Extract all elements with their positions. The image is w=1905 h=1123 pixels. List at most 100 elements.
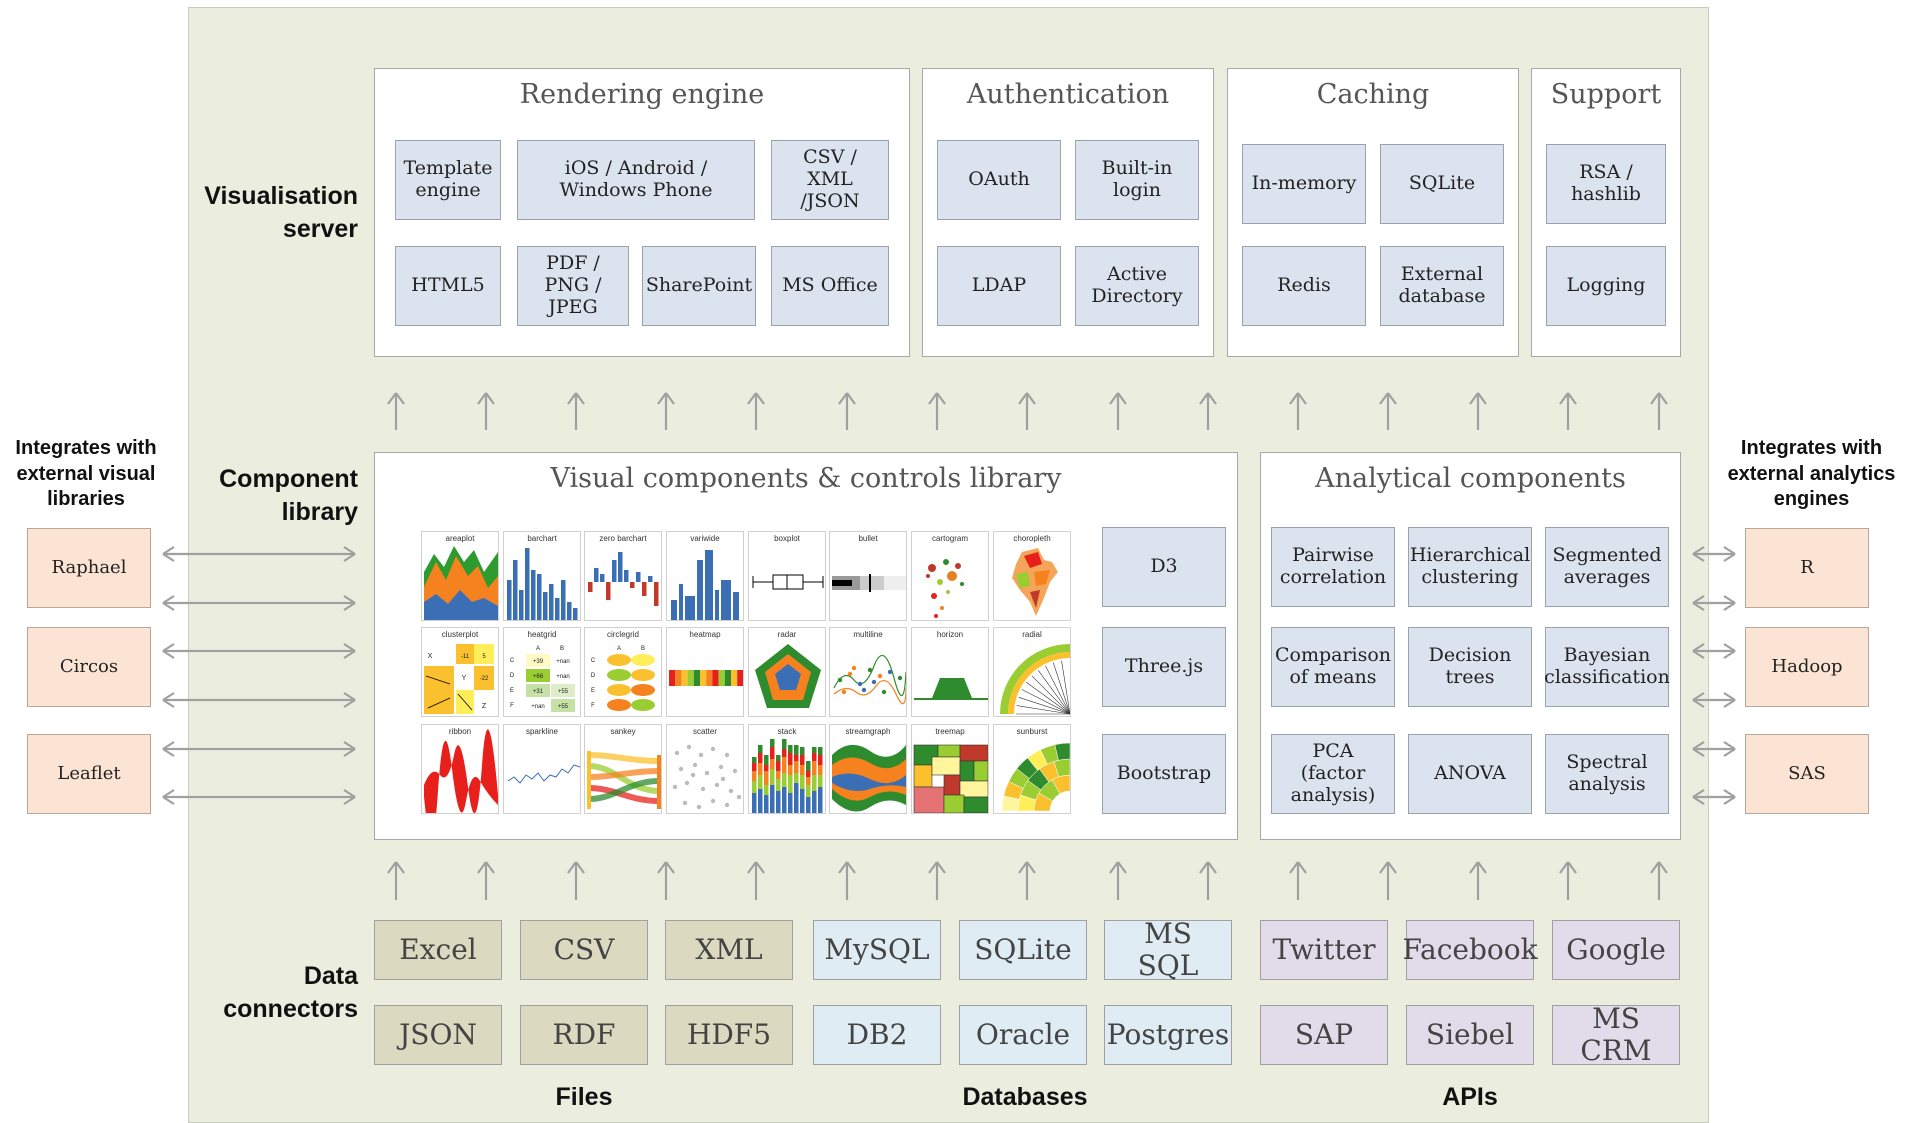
thumb-text: A	[536, 646, 540, 652]
arrow-segment	[1723, 546, 1736, 555]
arrow-segment	[162, 602, 175, 611]
thumbnail-graphic	[1012, 548, 1058, 616]
thumbnail-scatter: scatter	[666, 724, 744, 814]
thumbnail-caption: treemap	[935, 727, 965, 736]
ms-office-box: MS Office	[771, 246, 889, 326]
thumb-text: Z	[482, 703, 487, 710]
thumb-text: +66	[533, 674, 544, 680]
visual-components-title: Visual components & controls library	[550, 463, 1062, 494]
thumb-text: 5	[482, 654, 486, 660]
left-integrations-title: Integrates with external visual librarie…	[15, 437, 157, 511]
thumbnail-graphic	[752, 574, 824, 590]
thumbnail-horizon: horizon	[911, 627, 989, 717]
thumb-text: +39	[533, 659, 544, 665]
thumbnail-caption: barchart	[527, 534, 557, 543]
thumbnail-caption: circlegrid	[606, 630, 639, 639]
thumbnail-radial: radial	[993, 627, 1071, 717]
thumbnail-caption: boxplot	[774, 534, 800, 543]
r-box: R	[1745, 528, 1869, 608]
arrow-segment	[1723, 748, 1736, 757]
thumb-text: +55	[558, 689, 569, 695]
analytical-components-title: Analytical components	[1315, 463, 1626, 494]
right-integrations-title: Integrates with external analytics engin…	[1727, 437, 1896, 511]
arrow-segment	[162, 595, 175, 604]
template-engine-box: Template engine	[395, 140, 501, 220]
thumb-text: A	[617, 646, 621, 652]
thumbnail-caption: heatgrid	[527, 630, 557, 639]
arrow-segment	[162, 546, 175, 555]
component-library-title: Component library	[219, 465, 358, 526]
data-connectors-title: Data connectors	[223, 962, 358, 1023]
google-connector: Google	[1552, 920, 1680, 980]
thumbnail-graphic	[914, 678, 988, 700]
authentication-title: Authentication	[966, 79, 1170, 110]
thumbnail-graphic	[671, 550, 739, 620]
thumbnail-zero-barchart: zero barchart	[584, 531, 662, 621]
redis-box: Redis	[1242, 246, 1366, 326]
mssql-connector: MS SQL	[1104, 917, 1232, 982]
thumbnail-graphic	[587, 751, 661, 809]
ios-android-windows-box: iOS / Android / Windows Phone	[517, 140, 755, 220]
arrow-segment	[162, 748, 175, 757]
sap-connector: SAP	[1260, 1005, 1388, 1065]
ldap-box: LDAP	[937, 246, 1061, 326]
thumbnail-graphic	[913, 744, 988, 813]
thumbnail-barchart: barchart	[503, 531, 581, 621]
sharepoint-box: SharePoint	[642, 246, 756, 326]
thumbnail-stack: stack	[748, 724, 826, 814]
arrow-segment	[1723, 796, 1736, 805]
logging-box: Logging	[1546, 246, 1666, 326]
anova-box: ANOVA	[1408, 734, 1532, 814]
thumbnail-sunburst: sunburst	[993, 724, 1071, 814]
thumb-text: B	[641, 646, 645, 652]
arrow-segment	[1723, 650, 1736, 659]
excel-connector: Excel	[374, 920, 502, 980]
thumb-text: Y	[462, 675, 467, 682]
thumb-text: F	[510, 703, 514, 709]
thumbnail-choropleth: choropleth	[993, 531, 1071, 621]
built-in-login-box: Built-in login	[1075, 140, 1199, 220]
arrow-segment	[162, 741, 175, 750]
sqlite-cache-box: SQLite	[1380, 144, 1504, 224]
thumbnail-heatmap: heatmap	[666, 627, 744, 717]
thumb-text: +31	[533, 689, 544, 695]
thumbnail-caption: stack	[777, 727, 797, 736]
bootstrap-box: Bootstrap	[1102, 734, 1226, 814]
comparison-of-means-box: Comparison of means	[1271, 627, 1395, 707]
html5-box: HTML5	[395, 246, 501, 326]
arrow-segment	[1723, 692, 1736, 701]
thumbnail-graphic	[832, 744, 906, 812]
arrow-segment	[162, 692, 175, 701]
pdf-png-jpeg-box: PDF / PNG / JPEG	[517, 246, 629, 326]
hierarchical-clustering-box: Hierarchical clustering	[1408, 527, 1532, 607]
thumbnail-graphic	[507, 764, 580, 784]
mysql-connector: MySQL	[813, 920, 941, 980]
thumb-text: +nan	[556, 659, 570, 665]
thumbnail-graphic	[672, 744, 742, 810]
thumbnail-caption: variwide	[690, 534, 720, 543]
thumbnail-caption: clusterplot	[441, 630, 479, 639]
thumb-text: +nan	[531, 704, 545, 710]
thumbnail-caption: cartogram	[931, 534, 968, 543]
arrow-segment	[162, 699, 175, 708]
csv-connector: CSV	[520, 920, 648, 980]
arrow-segment	[162, 796, 175, 805]
pca-factor-analysis-box: PCA (factor analysis)	[1271, 734, 1395, 814]
active-directory-box: Active Directory	[1075, 246, 1199, 326]
thumbnail-graphic	[424, 729, 498, 813]
thumbnail-variwide: variwide	[666, 531, 744, 621]
thumbnail-caption: radar	[777, 630, 797, 639]
thumb-text: D	[591, 673, 596, 679]
thumbnail-boxplot: boxplot	[748, 531, 826, 621]
external-database-box: External database	[1380, 246, 1504, 326]
in-memory-box: In-memory	[1242, 144, 1366, 224]
arrow-segment	[1723, 789, 1736, 798]
files-label: Files	[555, 1083, 613, 1111]
csv-xml-json-box: CSV / XML /JSON	[771, 140, 889, 220]
thumbnail-streamgraph: streamgraph	[829, 724, 907, 814]
arrow-segment	[1723, 595, 1736, 604]
oracle-connector: Oracle	[959, 1005, 1087, 1065]
thumb-text: -22	[480, 676, 489, 682]
